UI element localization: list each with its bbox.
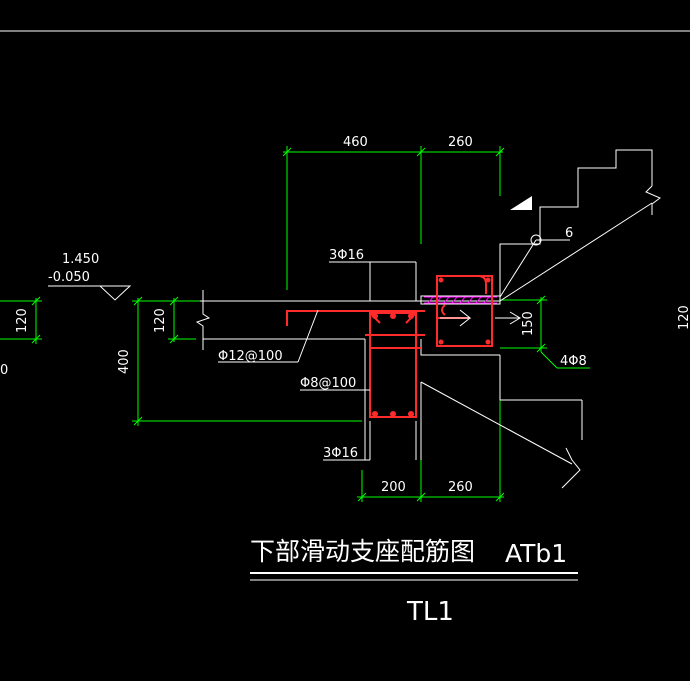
dim-right-depth: 150 — [521, 311, 536, 336]
title-sub: TL1 — [406, 597, 454, 627]
dim-far-right: 120 — [677, 305, 690, 330]
concrete-outline — [195, 149, 661, 489]
label-weld-mark: 6 — [565, 226, 573, 241]
label-slab-bars: Φ12@100 — [218, 349, 283, 364]
dim-top-right: 260 — [448, 135, 473, 150]
sliding-pad-hatch — [424, 296, 497, 304]
dim-top-left: 460 — [343, 135, 368, 150]
title-code: ATb1 — [505, 539, 567, 568]
dim-bottom-left: 200 — [381, 480, 406, 495]
elevation-lower: -0.050 — [48, 270, 90, 285]
label-top-bars: 3Φ16 — [329, 248, 364, 263]
rebar-dots — [372, 277, 491, 417]
label-bottom-bars: 3Φ16 — [323, 446, 358, 461]
dim-beam-depth: 400 — [117, 349, 132, 374]
elevation-marker-icon — [98, 285, 132, 301]
dimension-lines — [0, 146, 590, 502]
leader-lines — [218, 234, 570, 461]
dim-left-edge: 0 — [0, 363, 8, 378]
title-main: 下部滑动支座配筋图 — [250, 537, 475, 566]
label-step-bars: 4Φ8 — [560, 354, 587, 369]
label-stirrups: Φ8@100 — [300, 376, 356, 391]
dim-bottom-right: 260 — [448, 480, 473, 495]
elevation-upper: 1.450 — [62, 252, 99, 267]
dim-slab-mid: 120 — [153, 308, 168, 333]
dim-slab-left: 120 — [15, 308, 30, 333]
weld-flag-icon — [510, 196, 532, 210]
